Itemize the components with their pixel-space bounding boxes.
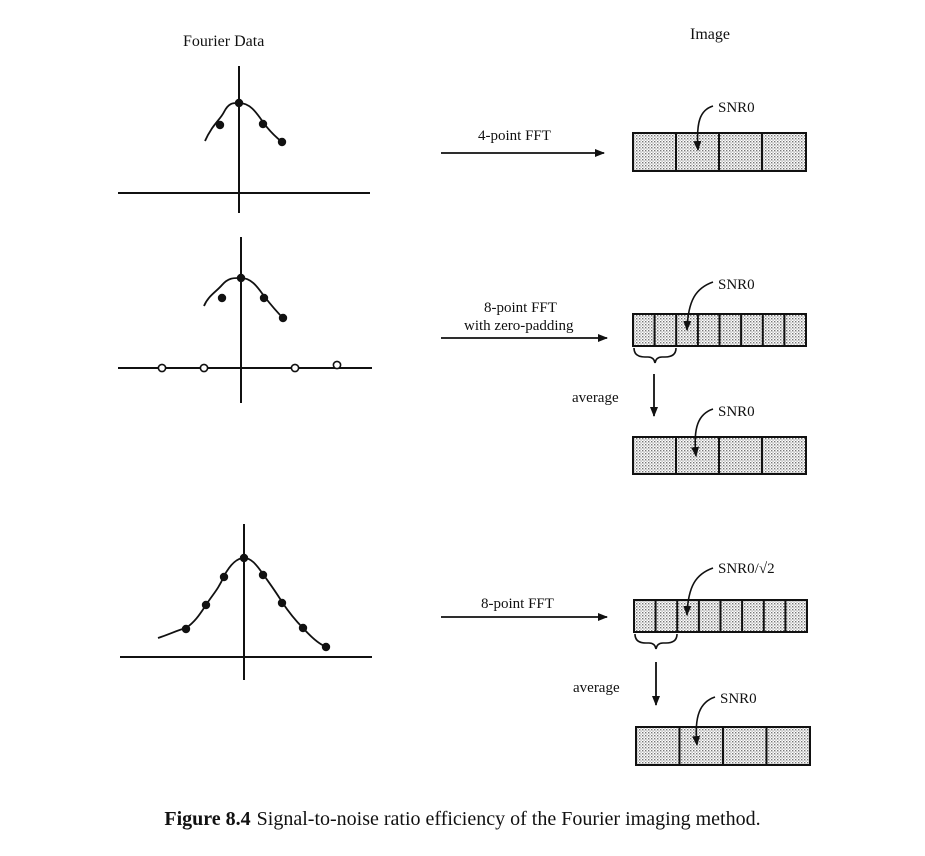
row3-snr-label-averaged: SNR0 bbox=[720, 691, 757, 707]
figure-caption-text: Signal-to-noise ratio efficiency of the … bbox=[256, 808, 761, 830]
row3-sample-point bbox=[239, 553, 249, 563]
row2-fourier-plot bbox=[118, 237, 372, 403]
row3-signal-curve bbox=[157, 557, 328, 648]
figure-number: Figure 8.4 bbox=[164, 808, 251, 830]
row3-sample-point bbox=[201, 600, 211, 610]
row2-snr-label-averaged: SNR0 bbox=[718, 404, 755, 420]
row1-signal-curve bbox=[204, 102, 283, 143]
row2-sample-point bbox=[236, 273, 246, 283]
row2-pair-brace bbox=[633, 347, 677, 364]
row2-sample-point bbox=[259, 293, 269, 303]
row3-sample-point bbox=[258, 570, 268, 580]
row2-zero-pad-point bbox=[157, 363, 167, 373]
row1-fourier-plot bbox=[118, 66, 370, 213]
row1-sample-point bbox=[277, 137, 287, 147]
row2-sample-point bbox=[278, 313, 288, 323]
row3-image-array-averaged bbox=[635, 726, 811, 766]
row3-sample-point bbox=[321, 642, 331, 652]
row2-arrow-label-line2: with zero-padding bbox=[464, 318, 574, 334]
row1-snr-label: SNR0 bbox=[718, 100, 755, 116]
row3-pair-brace bbox=[634, 633, 678, 650]
row1-sample-point bbox=[215, 120, 225, 130]
row2-sample-point bbox=[217, 293, 227, 303]
row3-arrow-label: 8-point FFT bbox=[481, 596, 554, 612]
row3-sample-point bbox=[181, 624, 191, 634]
diagram-canvas: Fourier Data Image 4-point FFT SNR0 8-po… bbox=[118, 26, 811, 766]
row2-snr-label: SNR0 bbox=[718, 277, 755, 293]
row2-zero-pad-point bbox=[332, 360, 342, 370]
row3-image-array-8pt bbox=[633, 599, 808, 633]
image-header: Image bbox=[690, 26, 730, 43]
row3-fourier-plot bbox=[120, 524, 372, 680]
row3-snr-label: SNR0/√2 bbox=[718, 561, 775, 577]
row3-snr-pointer bbox=[683, 567, 714, 616]
row3-average-label: average bbox=[573, 680, 620, 696]
row2-snr-pointer bbox=[683, 281, 714, 331]
row1-arrow-label: 4-point FFT bbox=[478, 128, 551, 144]
row2-image-array-averaged bbox=[632, 436, 807, 475]
row1-snr-pointer bbox=[693, 105, 714, 151]
fourier-data-header: Fourier Data bbox=[183, 33, 264, 50]
row2-average-label: average bbox=[572, 390, 619, 406]
row3-sample-point bbox=[219, 572, 229, 582]
row2-signal-curve bbox=[203, 277, 284, 319]
row2-image-array-8pt bbox=[632, 313, 807, 347]
row2-snr-pointer-averaged bbox=[691, 408, 714, 457]
row3-sample-point bbox=[277, 598, 287, 608]
row3-snr-pointer-averaged bbox=[692, 696, 716, 746]
row1-image-array bbox=[632, 132, 807, 172]
row2-zero-pad-point bbox=[199, 363, 209, 373]
row2-zero-pad-point bbox=[290, 363, 300, 373]
row1-sample-point bbox=[258, 119, 268, 129]
row2-arrow-label-line1: 8-point FFT bbox=[484, 300, 557, 316]
row1-sample-point bbox=[234, 98, 244, 108]
row3-sample-point bbox=[298, 623, 308, 633]
